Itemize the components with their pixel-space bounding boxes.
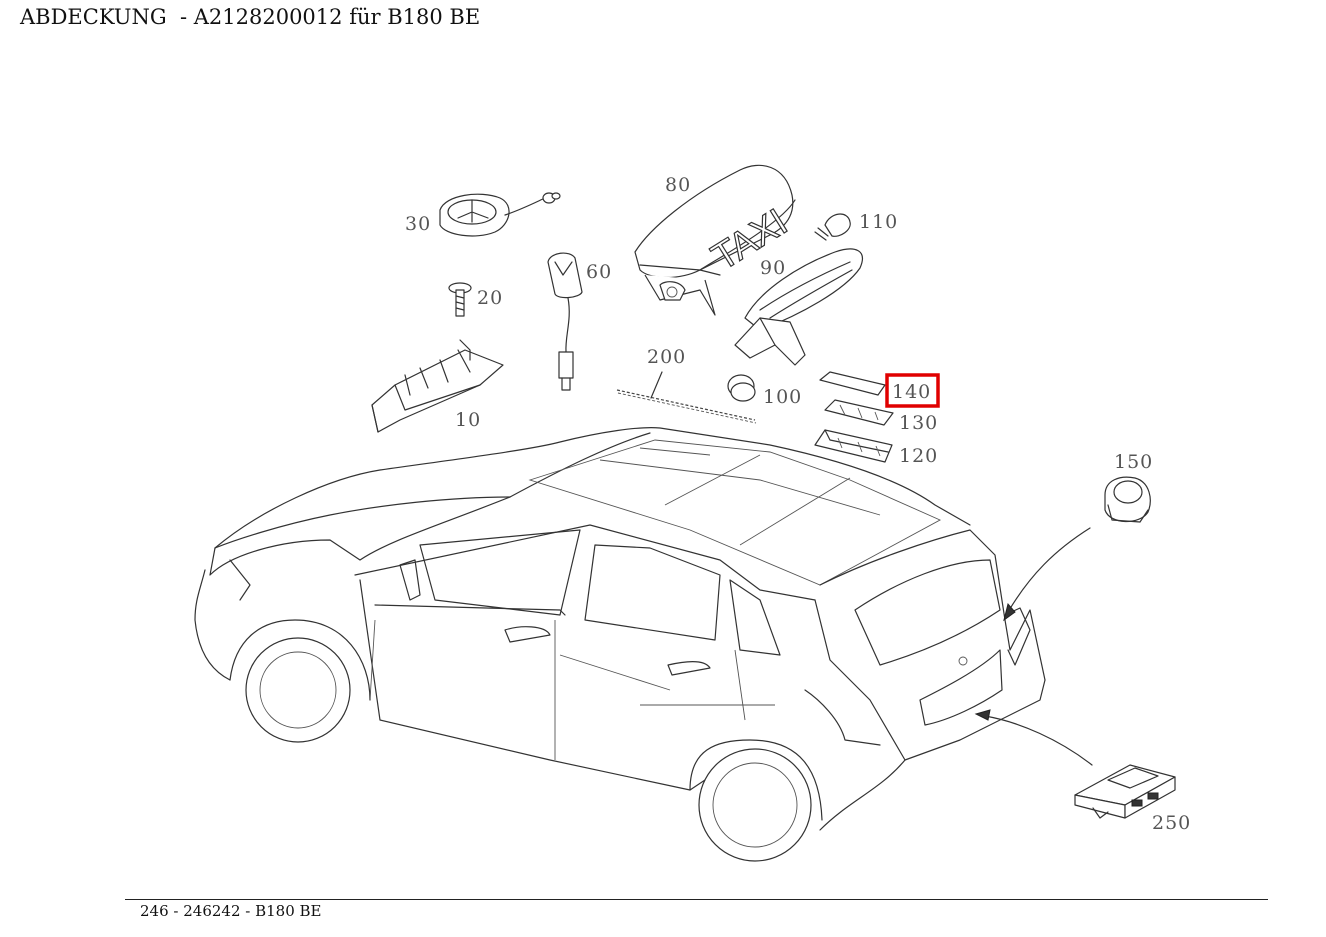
page-title: ABDECKUNG - A2128200012 für B180 BE xyxy=(20,5,481,29)
label-part-140[interactable]: 140 xyxy=(892,381,931,403)
label-part-110[interactable]: 110 xyxy=(859,211,898,233)
leader-arrows xyxy=(974,527,1093,766)
part-80-taxi-sign: TAXI xyxy=(634,164,796,316)
part-120-housing xyxy=(814,429,893,463)
label-part-250[interactable]: 250 xyxy=(1152,812,1191,834)
part-10-bracket xyxy=(371,339,504,433)
part-130-board xyxy=(824,399,894,426)
label-part-80[interactable]: 80 xyxy=(665,174,691,196)
footer-divider xyxy=(125,899,1268,900)
label-part-90[interactable]: 90 xyxy=(760,257,786,279)
label-part-10[interactable]: 10 xyxy=(455,409,481,431)
label-part-200[interactable]: 200 xyxy=(647,346,686,368)
label-part-60[interactable]: 60 xyxy=(586,261,612,283)
label-part-30[interactable]: 30 xyxy=(405,213,431,235)
car-illustration xyxy=(194,427,1046,862)
highlight-box-part-140 xyxy=(885,373,940,408)
label-part-130[interactable]: 130 xyxy=(899,412,938,434)
part-110-bulb xyxy=(814,213,851,241)
part-150-knob xyxy=(1104,476,1151,523)
part-200-cable xyxy=(616,371,757,424)
part-90-lamp-base xyxy=(734,248,863,366)
label-part-100[interactable]: 100 xyxy=(763,386,802,408)
part-30-emblem xyxy=(439,192,561,237)
part-140-cover xyxy=(819,371,886,396)
label-part-150[interactable]: 150 xyxy=(1114,451,1153,473)
part-20-screw xyxy=(448,282,472,317)
label-part-20[interactable]: 20 xyxy=(477,287,503,309)
part-100-cap xyxy=(727,374,756,402)
part-60-sensor xyxy=(547,252,583,391)
footer-text: 246 - 246242 - B180 BE xyxy=(140,902,322,920)
part-250-control-unit xyxy=(1074,764,1176,819)
part-labels: 10 20 30 60 80 90 100 110 120 130 140 15… xyxy=(405,174,1191,834)
label-part-120[interactable]: 120 xyxy=(899,445,938,467)
